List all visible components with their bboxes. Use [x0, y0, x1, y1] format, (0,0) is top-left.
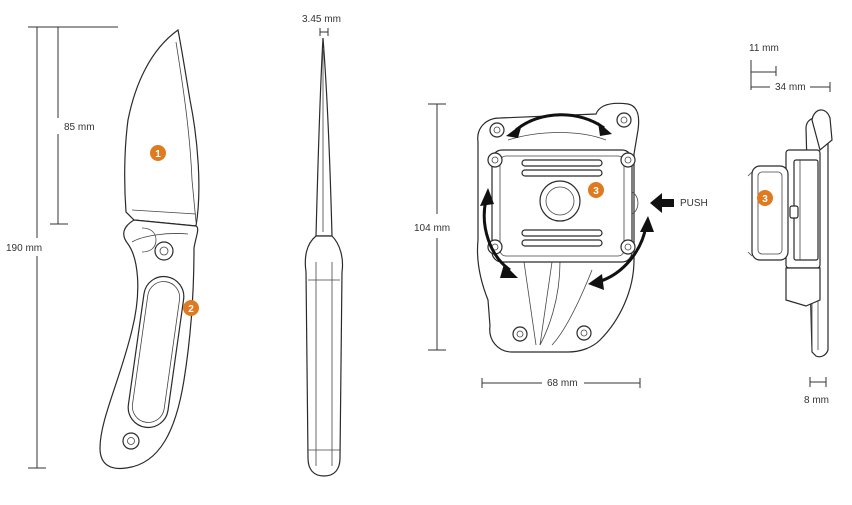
sheath-height-label: 104 mm: [414, 223, 450, 234]
svg-text:3: 3: [762, 194, 768, 205]
svg-text:1: 1: [155, 149, 161, 160]
callout-3-front: 3: [588, 182, 604, 198]
knife-edge-view: [304, 37, 344, 477]
dimension-sheath-height: 104 mm: [414, 103, 450, 351]
blade-length-label: 85 mm: [64, 122, 95, 133]
clip-gap-label: 11 mm: [749, 43, 779, 54]
dimension-blade-length: 85 mm: [50, 27, 95, 225]
sheath-front-view: [476, 102, 640, 353]
sheath-width-label: 68 mm: [547, 378, 578, 389]
side-button-cap: [751, 165, 789, 261]
blade-thickness-label: 3.45 mm: [302, 14, 341, 25]
dimension-sheath-width: 68 mm: [481, 378, 641, 389]
clip-width-label: 8 mm: [804, 395, 829, 406]
dimension-sheath-depth: 34 mm: [751, 82, 831, 93]
dimension-blade-thickness: 3.45 mm: [302, 14, 341, 36]
svg-text:2: 2: [188, 304, 194, 315]
push-arrow: PUSH: [650, 193, 708, 213]
sheath-depth-label: 34 mm: [775, 82, 806, 93]
sheath-side-view: [747, 109, 833, 358]
overall-length-label: 190 mm: [6, 243, 42, 254]
knife-side-view: [99, 28, 200, 470]
callout-3-side: 3: [757, 190, 773, 206]
svg-text:3: 3: [593, 186, 599, 197]
rotation-arrows: [480, 113, 654, 290]
push-label: PUSH: [680, 198, 708, 209]
dimension-clip-width: 8 mm: [804, 377, 829, 406]
callout-2: 2: [183, 300, 199, 316]
dimension-overall-length: 190 mm: [6, 26, 118, 469]
callout-1: 1: [150, 145, 166, 161]
dimension-clip-gap: 11 mm: [749, 43, 779, 90]
